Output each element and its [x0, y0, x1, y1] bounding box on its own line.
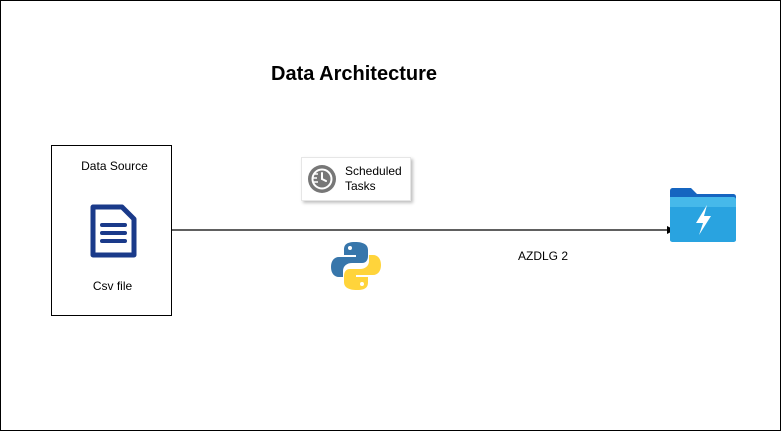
- python-icon: [331, 242, 381, 290]
- data-source-box[interactable]: Data Source Csv file: [51, 145, 172, 316]
- data-source-label: Data Source: [81, 159, 148, 173]
- azure-data-lake-folder-icon[interactable]: [669, 187, 737, 243]
- scheduled-tasks-label: Scheduled Tasks: [345, 164, 402, 193]
- flow-arrow: [171, 226, 675, 234]
- diagram-title: Data Architecture: [271, 63, 437, 85]
- csv-file-label: Csv file: [92, 279, 133, 293]
- scheduled-tasks-card[interactable]: Scheduled Tasks: [301, 157, 411, 201]
- clock-icon: [308, 165, 336, 193]
- document-icon: [90, 204, 137, 258]
- azdlg-label: AZDLG 2: [518, 249, 569, 263]
